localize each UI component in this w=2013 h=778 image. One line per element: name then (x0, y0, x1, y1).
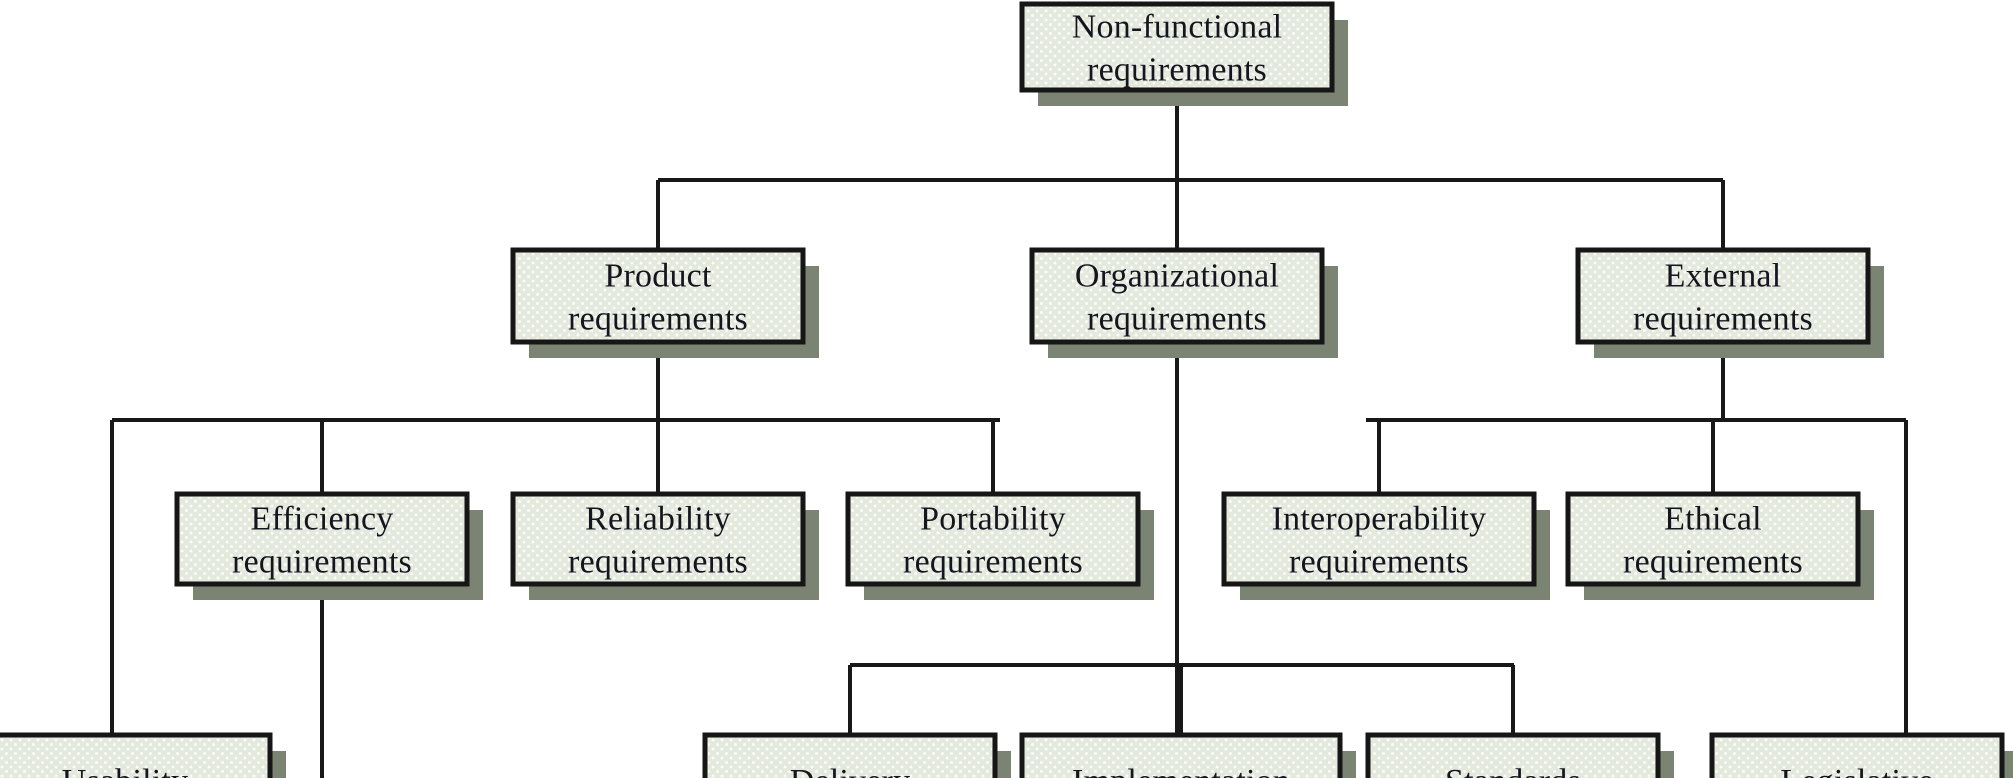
node-label-usability: Usability (62, 763, 188, 778)
node-texture-legislative (1715, 738, 1999, 778)
node-label-implementation: Implementation (1072, 763, 1290, 778)
node-implementation[interactable]: Implementation (1019, 732, 1356, 778)
node-texture-organizational (1035, 253, 1319, 339)
connectors-layer (110, 90, 1908, 778)
node-standards[interactable]: Standards (1365, 732, 1674, 778)
node-texture-portability (851, 497, 1135, 581)
node-texture-external (1581, 253, 1865, 339)
node-texture-efficiency (180, 497, 464, 581)
node-texture-delivery (708, 738, 992, 778)
node-label-delivery: Delivery (790, 763, 911, 778)
node-texture-implementation (1025, 738, 1337, 778)
node-texture-reliability (516, 497, 800, 581)
node-legislative[interactable]: Legislative (1709, 732, 2013, 778)
node-texture-nonfunctional (1025, 7, 1329, 87)
node-label-standards: Standards (1445, 763, 1581, 778)
node-texture-usability (0, 738, 267, 778)
node-texture-product (516, 253, 800, 339)
node-texture-ethical (1571, 497, 1855, 581)
node-delivery[interactable]: Delivery (702, 732, 1011, 778)
node-texture-standards (1371, 738, 1655, 778)
node-texture-interoperability (1227, 497, 1531, 581)
node-usability[interactable]: Usability (0, 732, 286, 778)
node-label-legislative: Legislative (1780, 763, 1933, 778)
